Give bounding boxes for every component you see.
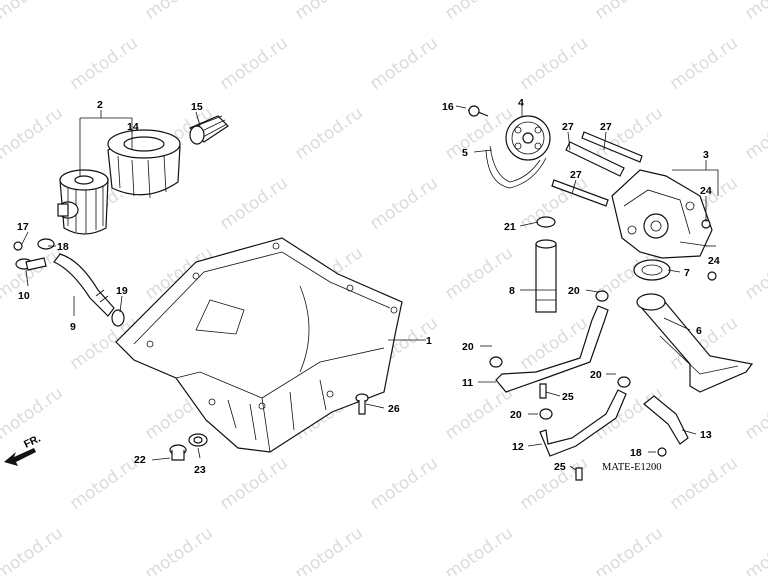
cam-chain-sprocket-part <box>485 100 551 189</box>
diagram-code: MATE-E1200 <box>602 462 662 473</box>
callout-27-b: 27 <box>600 121 612 133</box>
callout-26: 26 <box>388 403 400 415</box>
callout-labels: 2 14 15 17 18 10 9 19 1 22 23 26 16 4 5 … <box>17 97 720 476</box>
callout-16: 16 <box>442 101 454 113</box>
breather-hose-part <box>13 238 125 327</box>
oil-filter-cartridge-part <box>107 129 181 199</box>
callout-20-c: 20 <box>510 409 522 421</box>
watermark-text: motod.ru <box>291 103 366 164</box>
callout-24-bottom: 24 <box>708 255 720 267</box>
watermark-text: motod.ru <box>591 523 666 576</box>
watermark-text: motod.ru <box>216 33 291 94</box>
watermark-text: motod.ru <box>441 243 516 304</box>
callout-27-c: 27 <box>570 169 582 181</box>
watermark-text: motod.ru <box>516 33 591 94</box>
strainer-6-part <box>636 293 754 393</box>
callout-19-left: 18 <box>57 241 69 253</box>
callout-20-a: 20 <box>568 285 580 297</box>
drain-bolt-part <box>169 444 187 461</box>
callout-6: 6 <box>696 325 702 337</box>
oil-pipe-11-part <box>489 290 609 393</box>
oil-pipe-part <box>188 115 229 145</box>
callout-25-a: 25 <box>562 391 574 403</box>
callout-19-right: 19 <box>116 285 128 297</box>
flange-bolt-part <box>355 393 369 415</box>
watermark-text: motod.ru <box>66 453 141 514</box>
watermark-text: motod.ru <box>741 243 768 304</box>
watermark-text: motod.ru <box>0 523 67 576</box>
pump-bolts-27-part <box>551 131 643 207</box>
callout-20-d: 20 <box>590 369 602 381</box>
callout-5: 5 <box>462 147 468 159</box>
callout-18: 18 <box>630 447 642 459</box>
watermark-text: motod.ru <box>741 103 768 164</box>
watermark-text: motod.ru <box>216 453 291 514</box>
callout-24-top: 24 <box>700 185 712 197</box>
watermark-text: motod.ru <box>0 0 67 24</box>
callout-10: 10 <box>18 290 30 302</box>
front-direction-label: FR. <box>22 432 43 450</box>
callout-7: 7 <box>684 267 690 279</box>
callout-15: 15 <box>191 101 203 113</box>
callout-20-b: 20 <box>462 341 474 353</box>
callout-3: 3 <box>703 149 709 161</box>
watermark-text: motod.ru <box>741 0 768 24</box>
callout-27-a: 27 <box>562 121 574 133</box>
watermark-text: motod.ru <box>591 0 666 24</box>
watermark-text: motod.ru <box>441 523 516 576</box>
callout-25-b: 25 <box>554 461 566 473</box>
callout-4: 4 <box>518 97 524 109</box>
watermark-text: motod.ru <box>291 523 366 576</box>
watermark-text: motod.ru <box>291 0 366 24</box>
callout-17: 17 <box>17 221 29 233</box>
watermark-text: motod.ru <box>141 0 216 24</box>
watermark-text: motod.ru <box>741 523 768 576</box>
callout-11: 11 <box>462 377 473 389</box>
callout-1: 1 <box>426 335 432 347</box>
oil-seal-7-part <box>633 259 671 281</box>
oil-pipe-12-part <box>539 376 631 457</box>
callout-12: 12 <box>512 441 524 453</box>
callout-13: 13 <box>700 429 712 441</box>
callout-14: 14 <box>127 121 139 133</box>
sealing-washer-part <box>188 433 208 447</box>
callout-9: 9 <box>70 321 76 333</box>
watermark-text: motod.ru <box>441 0 516 24</box>
callout-22: 22 <box>134 454 146 466</box>
watermark-text: motod.ru <box>366 173 441 234</box>
watermark-text: motod.ru <box>666 453 741 514</box>
watermark-text: motod.ru <box>0 103 67 164</box>
oil-pump-part <box>611 169 717 281</box>
callout-2: 2 <box>97 99 103 111</box>
bracket-13-part <box>643 395 689 457</box>
callout-8: 8 <box>509 285 515 297</box>
leader-lines <box>21 100 719 471</box>
oil-pan-part <box>115 237 403 453</box>
bolt-16-part <box>467 105 489 117</box>
bolts-25-part <box>539 383 583 481</box>
callout-23: 23 <box>194 464 206 476</box>
watermark-text: motod.ru <box>666 33 741 94</box>
watermark-text: motod.ru <box>66 33 141 94</box>
oil-pipe-8-part <box>535 216 557 313</box>
oil-filter-part <box>57 169 109 235</box>
watermark-text: motod.ru <box>366 453 441 514</box>
callout-21: 21 <box>504 221 516 233</box>
watermark-text: motod.ru <box>366 33 441 94</box>
watermark-text: motod.ru <box>741 383 768 444</box>
watermark-text: motod.ru <box>216 173 291 234</box>
watermark-text: motod.ru <box>141 523 216 576</box>
